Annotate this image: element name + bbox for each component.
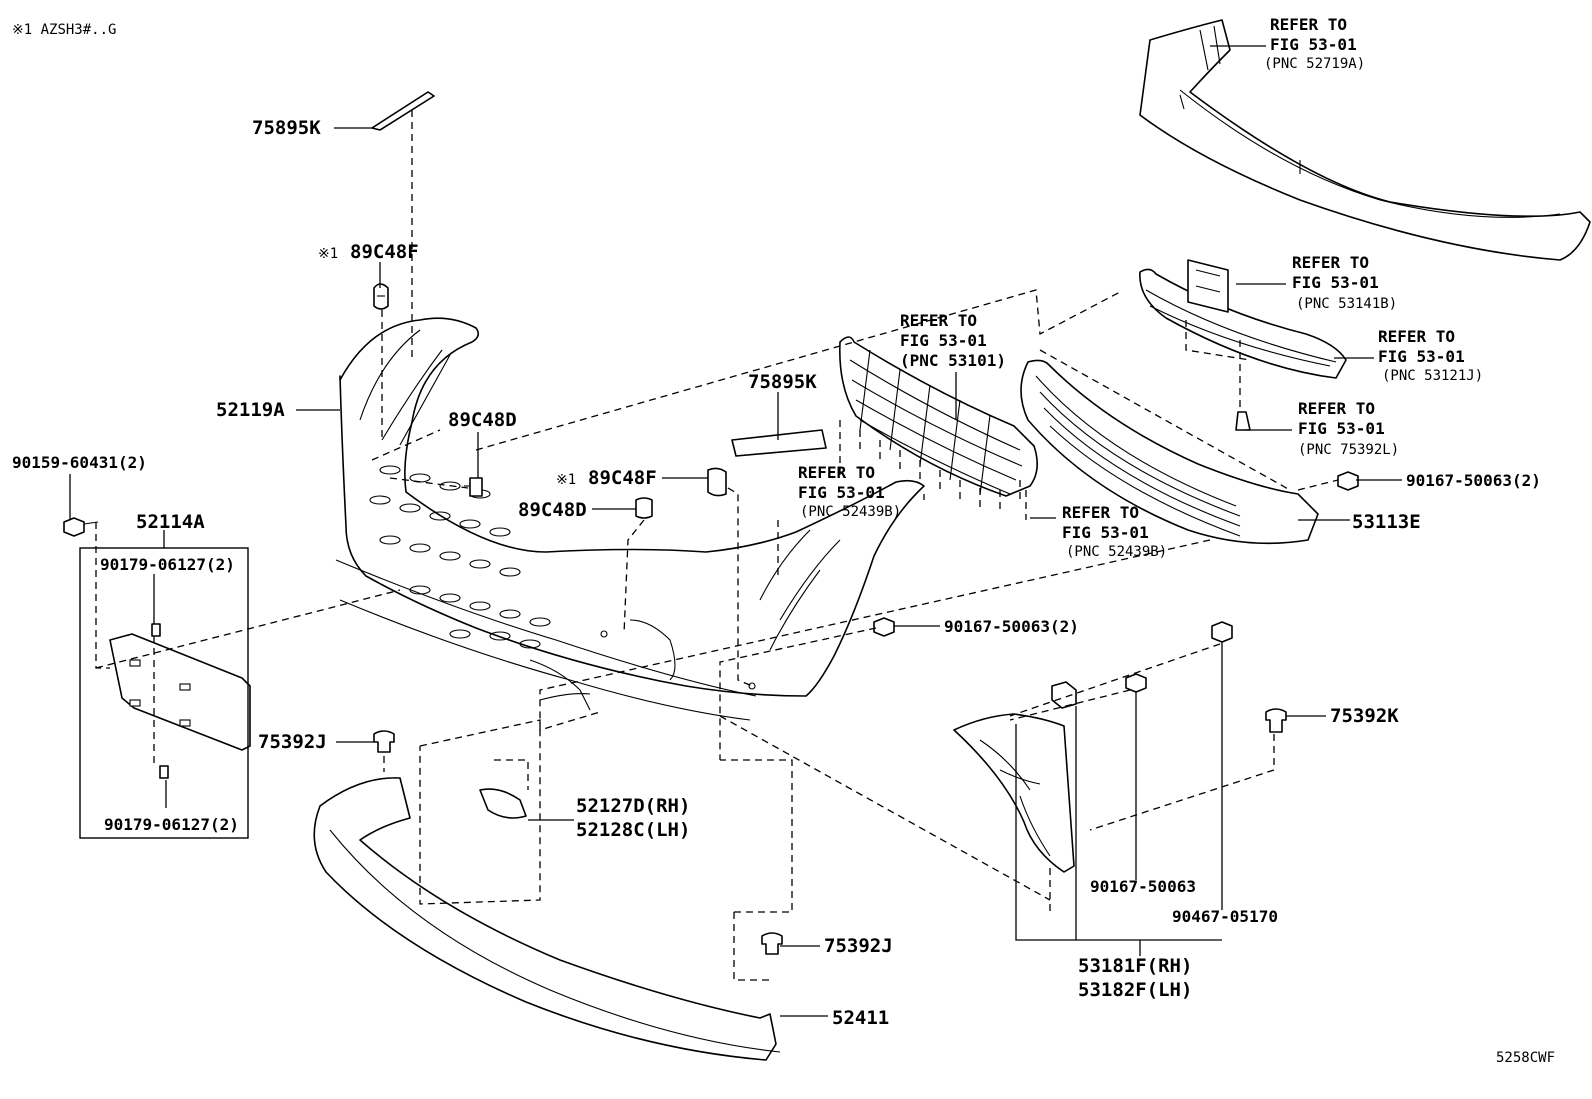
ref-52439B-left[interactable]: REFER TO FIG 53-01 (PNC 52439B) [798, 463, 901, 520]
ref-line: REFER TO [1292, 253, 1369, 272]
callout-89C48F-mid[interactable]: 89C48F [588, 467, 657, 489]
part-89C48D-mid-clip[interactable] [635, 497, 653, 519]
part-75392J-bottom-clip[interactable] [761, 932, 783, 955]
callout-75392J-bottom[interactable]: 75392J [824, 935, 893, 957]
part-90159-bolt[interactable] [63, 517, 99, 537]
ref-line: FIG 53-01 [1270, 35, 1357, 54]
callout-90467[interactable]: 90467-05170 [1172, 907, 1278, 926]
callout-90159[interactable]: 90159-60431(2) [12, 453, 147, 472]
part-89C48D-right-clip[interactable] [464, 477, 483, 497]
callout-75392J-left[interactable]: 75392J [258, 731, 327, 753]
callout-52411[interactable]: 52411 [832, 1007, 889, 1029]
part-75392J-left-clip[interactable] [373, 730, 395, 753]
ref-line: REFER TO [1270, 15, 1347, 34]
ref-line: FIG 53-01 [798, 483, 885, 502]
ref-52719A[interactable]: REFER TO FIG 53-01 (PNC 52719A) [1264, 15, 1365, 72]
ref-53101[interactable]: REFER TO FIG 53-01 (PNC 53101) [900, 311, 1006, 370]
part-75895K-mid-strip[interactable] [731, 429, 827, 457]
ref-line: REFER TO [900, 311, 977, 330]
part-grille-insert-53121J[interactable] [1139, 259, 1347, 379]
part-grille-53113E[interactable] [1020, 359, 1319, 545]
part-90167-mid-bolt[interactable] [873, 617, 895, 637]
bracket-group-box [79, 547, 249, 839]
ref-53141B[interactable]: REFER TO FIG 53-01 (PNC 53141B) [1292, 253, 1397, 312]
callout-89C48F-top[interactable]: 89C48F [350, 241, 419, 263]
part-grille-53101[interactable] [839, 336, 1038, 497]
callout-75895K-mid[interactable]: 75895K [748, 371, 817, 393]
callout-89C48D-right[interactable]: 89C48D [448, 409, 517, 431]
ref-line: REFER TO [1298, 399, 1375, 418]
ref-line: (PNC 53121J) [1382, 368, 1483, 384]
callout-53182F[interactable]: 53182F(LH) [1078, 979, 1192, 1001]
callout-89C48F-top-mark: ※1 [318, 246, 338, 262]
ref-line: FIG 53-01 [1062, 523, 1149, 542]
part-90167-single-bolt[interactable] [1125, 673, 1147, 693]
ref-line: (PNC 53141B) [1296, 296, 1397, 312]
header-note: ※1 AZSH3#..G [12, 22, 116, 38]
callout-52128C[interactable]: 52128C(LH) [576, 819, 690, 841]
part-75392K-clip[interactable] [1265, 708, 1287, 733]
callout-75392K[interactable]: 75392K [1330, 705, 1399, 727]
part-52127D-towhook-cover[interactable] [479, 788, 527, 819]
ref-52439B-right[interactable]: REFER TO FIG 53-01 (PNC 52439B) [1062, 503, 1167, 560]
ref-line: (PNC 52439B) [800, 504, 901, 520]
callout-53113E[interactable]: 53113E [1352, 511, 1421, 533]
callout-90167-right[interactable]: 90167-50063(2) [1406, 471, 1541, 490]
ref-line: FIG 53-01 [1292, 273, 1379, 292]
part-89C48F-mid-clip[interactable] [707, 467, 727, 497]
part-89C48F-top-clip[interactable] [373, 283, 389, 310]
callout-52114A[interactable]: 52114A [136, 511, 205, 533]
ref-line: FIG 53-01 [1378, 347, 1465, 366]
callout-89C48F-mid-mark: ※1 [556, 472, 576, 488]
part-52114A-plate-bracket[interactable] [109, 623, 251, 779]
callout-52119A[interactable]: 52119A [216, 399, 285, 421]
ref-line: (PNC 53101) [900, 351, 1006, 370]
ref-75392L[interactable]: REFER TO FIG 53-01 (PNC 75392L) [1298, 399, 1399, 458]
part-53181F-side-garnish[interactable] [953, 681, 1077, 873]
callout-90179-top[interactable]: 90179-06127(2) [100, 555, 235, 574]
ref-line: FIG 53-01 [900, 331, 987, 350]
part-upper-panel-52719A[interactable] [1139, 19, 1591, 261]
ref-line: REFER TO [1062, 503, 1139, 522]
callout-53181F[interactable]: 53181F(RH) [1078, 955, 1192, 977]
callout-90167-single[interactable]: 90167-50063 [1090, 877, 1196, 896]
callout-75895K-top[interactable]: 75895K [252, 117, 321, 139]
ref-53121J[interactable]: REFER TO FIG 53-01 (PNC 53121J) [1378, 327, 1483, 384]
part-52411-lower-spoiler[interactable] [313, 777, 781, 1061]
part-75392L-clip[interactable] [1235, 411, 1251, 431]
ref-line: (PNC 52439B) [1066, 544, 1167, 560]
assembly-lines [95, 110, 1339, 981]
ref-line: REFER TO [1378, 327, 1455, 346]
callout-52127D[interactable]: 52127D(RH) [576, 795, 690, 817]
figure-code: 5258CWF [1496, 1050, 1555, 1066]
leader-lines [69, 45, 1402, 1017]
ref-line: REFER TO [798, 463, 875, 482]
part-75895K-top-emblem[interactable] [371, 91, 435, 131]
callout-90167-mid[interactable]: 90167-50063(2) [944, 617, 1079, 636]
callout-89C48D-mid[interactable]: 89C48D [518, 499, 587, 521]
part-90467-fastener[interactable] [1211, 621, 1233, 643]
ref-line: (PNC 75392L) [1298, 442, 1399, 458]
ref-line: (PNC 52719A) [1264, 56, 1365, 72]
part-52119A-bumper-cover[interactable] [335, 317, 925, 721]
callout-90179-bottom[interactable]: 90179-06127(2) [104, 815, 239, 834]
ref-line: FIG 53-01 [1298, 419, 1385, 438]
part-90167-right-bolt[interactable] [1337, 471, 1359, 491]
